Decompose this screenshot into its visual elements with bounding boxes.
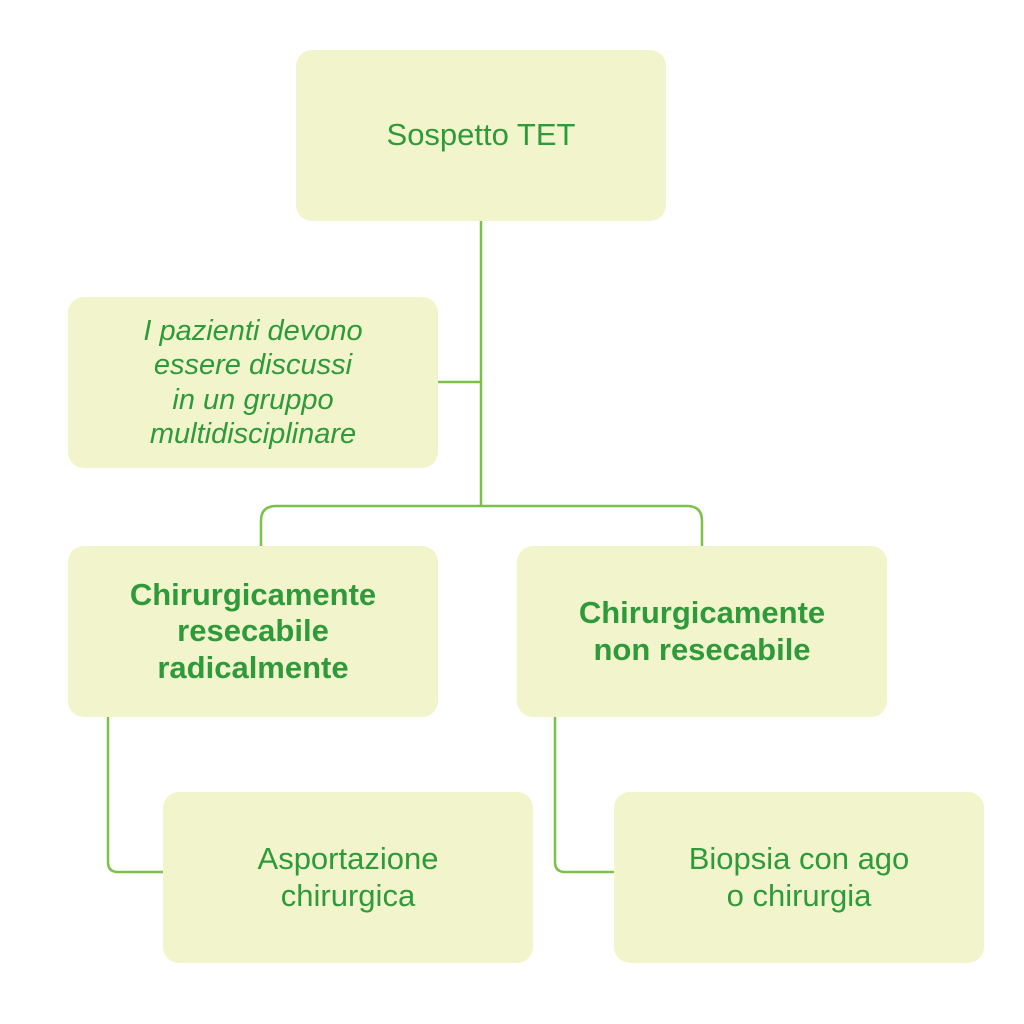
text-line: Asportazione <box>257 840 439 876</box>
text-line: o chirurgia <box>726 877 872 913</box>
text-line: Sospetto TET <box>386 117 576 153</box>
text-line: non resecabile <box>593 631 811 667</box>
text-line: radicalmente <box>157 649 349 685</box>
text-line: multidisciplinare <box>149 417 357 450</box>
connector-branch-left <box>259 504 481 546</box>
text-line: in un gruppo <box>172 383 334 416</box>
node-root-label: Sospetto TET <box>387 117 576 154</box>
node-root: Sospetto TET <box>296 50 666 221</box>
text-line: chirurgica <box>280 877 416 913</box>
text-line: Biopsia con ago <box>688 840 910 876</box>
text-line: essere discussi <box>153 349 353 382</box>
connector-right-child <box>553 717 614 874</box>
text-line: I pazienti devono <box>143 315 363 348</box>
connector-left-child <box>106 717 163 874</box>
connector-branch-right <box>481 504 704 546</box>
text-line: resecabile <box>177 613 329 649</box>
text-line: Chirurgicamente <box>578 594 826 630</box>
text-line: Chirurgicamente <box>129 576 377 612</box>
